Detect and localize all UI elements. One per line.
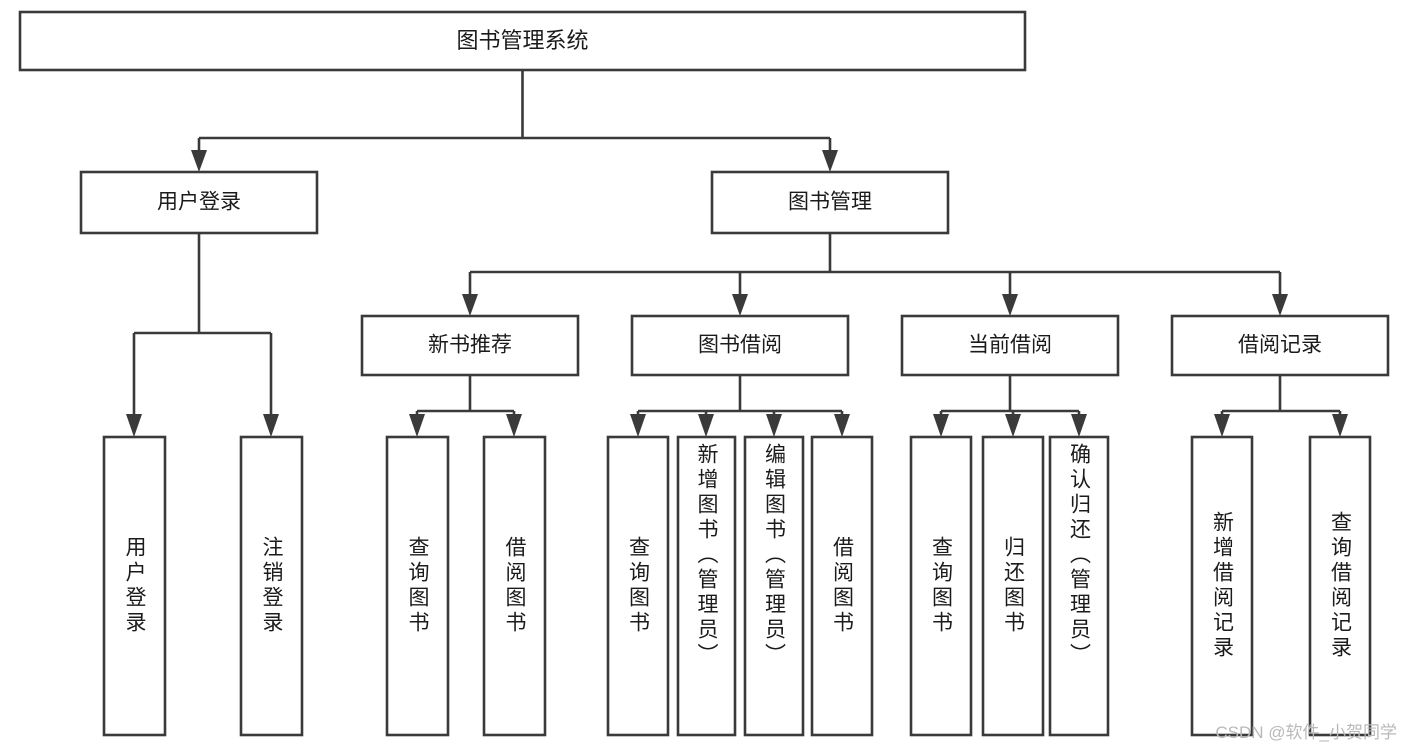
node-user-login[interactable]: 用户登录 <box>79 170 319 235</box>
node-borrow-record[interactable]: 借阅记录 <box>1170 314 1390 377</box>
node-root-label: 图书管理系统 <box>456 28 588 53</box>
arrow-head-leaf-user-logout <box>263 414 279 437</box>
csdn-watermark: CSDN @软件_小贺同学 <box>1215 723 1397 742</box>
arrow-head-leaf-query-book-2 <box>630 414 646 437</box>
arrow-head-leaf-edit-book-admin <box>766 414 782 437</box>
node-book-manage[interactable]: 图书管理 <box>710 170 950 235</box>
arrow-head-new-book-recommend <box>462 294 478 316</box>
node-book-manage-box[interactable] <box>710 170 950 235</box>
arrow-head-book-borrow <box>732 294 748 316</box>
arrow-head-leaf-query-borrow-record <box>1332 414 1348 437</box>
leaf-box-query-borrow-record[interactable] <box>1308 435 1372 737</box>
node-borrow-record-label: 借阅记录 <box>1238 334 1322 357</box>
leaf-box-edit-book-admin[interactable] <box>743 435 805 737</box>
arrow-head-leaf-query-book-3 <box>933 414 949 437</box>
arrow-head-leaf-add-book-admin <box>698 414 714 437</box>
node-new-book-recommend-label: 新书推荐 <box>428 334 512 357</box>
node-book-borrow-label: 图书借阅 <box>698 334 782 357</box>
leaf-box-user-logout[interactable] <box>239 435 304 737</box>
node-root[interactable]: 图书管理系统 <box>18 10 1027 72</box>
arrow-head-borrow-record <box>1272 294 1288 316</box>
arrow-head-user-login <box>191 150 207 172</box>
arrow-head-leaf-borrow-book-2 <box>834 414 850 437</box>
leaf-box-borrow-book-2[interactable] <box>810 435 874 737</box>
arrow-head-leaf-confirm-return-admin <box>1071 414 1087 437</box>
leaf-box-query-book-2[interactable] <box>606 435 670 737</box>
arrow-head-leaf-query-book-1 <box>409 414 425 437</box>
arrow-head-book-manage <box>822 150 838 172</box>
leaf-box-add-borrow-record[interactable] <box>1190 435 1254 737</box>
node-book-manage-label: 图书管理 <box>788 191 872 214</box>
connector-layer <box>126 70 1348 437</box>
leaf-box-query-book-3[interactable] <box>909 435 973 737</box>
leaf-box-add-book-admin[interactable] <box>676 435 737 737</box>
arrow-head-current-borrow <box>1002 294 1018 316</box>
node-new-book-recommend[interactable]: 新书推荐 <box>360 314 580 377</box>
node-book-borrow-box[interactable] <box>630 314 850 377</box>
leaf-box-layer <box>102 435 1372 737</box>
leaf-box-query-book-1[interactable] <box>385 435 450 737</box>
node-new-book-recommend-box[interactable] <box>360 314 580 377</box>
node-book-borrow[interactable]: 图书借阅 <box>630 314 850 377</box>
leaf-box-confirm-return-admin[interactable] <box>1048 435 1110 737</box>
leaf-box-return-book[interactable] <box>981 435 1045 737</box>
node-user-login-box[interactable] <box>79 170 319 235</box>
leaf-box-borrow-book-1[interactable] <box>482 435 547 737</box>
node-user-login-label: 用户登录 <box>157 191 241 214</box>
node-current-borrow-label: 当前借阅 <box>968 334 1052 357</box>
arrow-head-leaf-borrow-book-1 <box>506 414 522 437</box>
leaf-box-user-login[interactable] <box>102 435 167 737</box>
node-root-box[interactable] <box>18 10 1027 72</box>
node-borrow-record-box[interactable] <box>1170 314 1390 377</box>
node-current-borrow[interactable]: 当前借阅 <box>900 314 1120 377</box>
arrow-head-leaf-user-login <box>126 414 142 437</box>
node-current-borrow-box[interactable] <box>900 314 1120 377</box>
arrow-head-leaf-return-book <box>1005 414 1021 437</box>
arrow-head-leaf-add-borrow-record <box>1214 414 1230 437</box>
